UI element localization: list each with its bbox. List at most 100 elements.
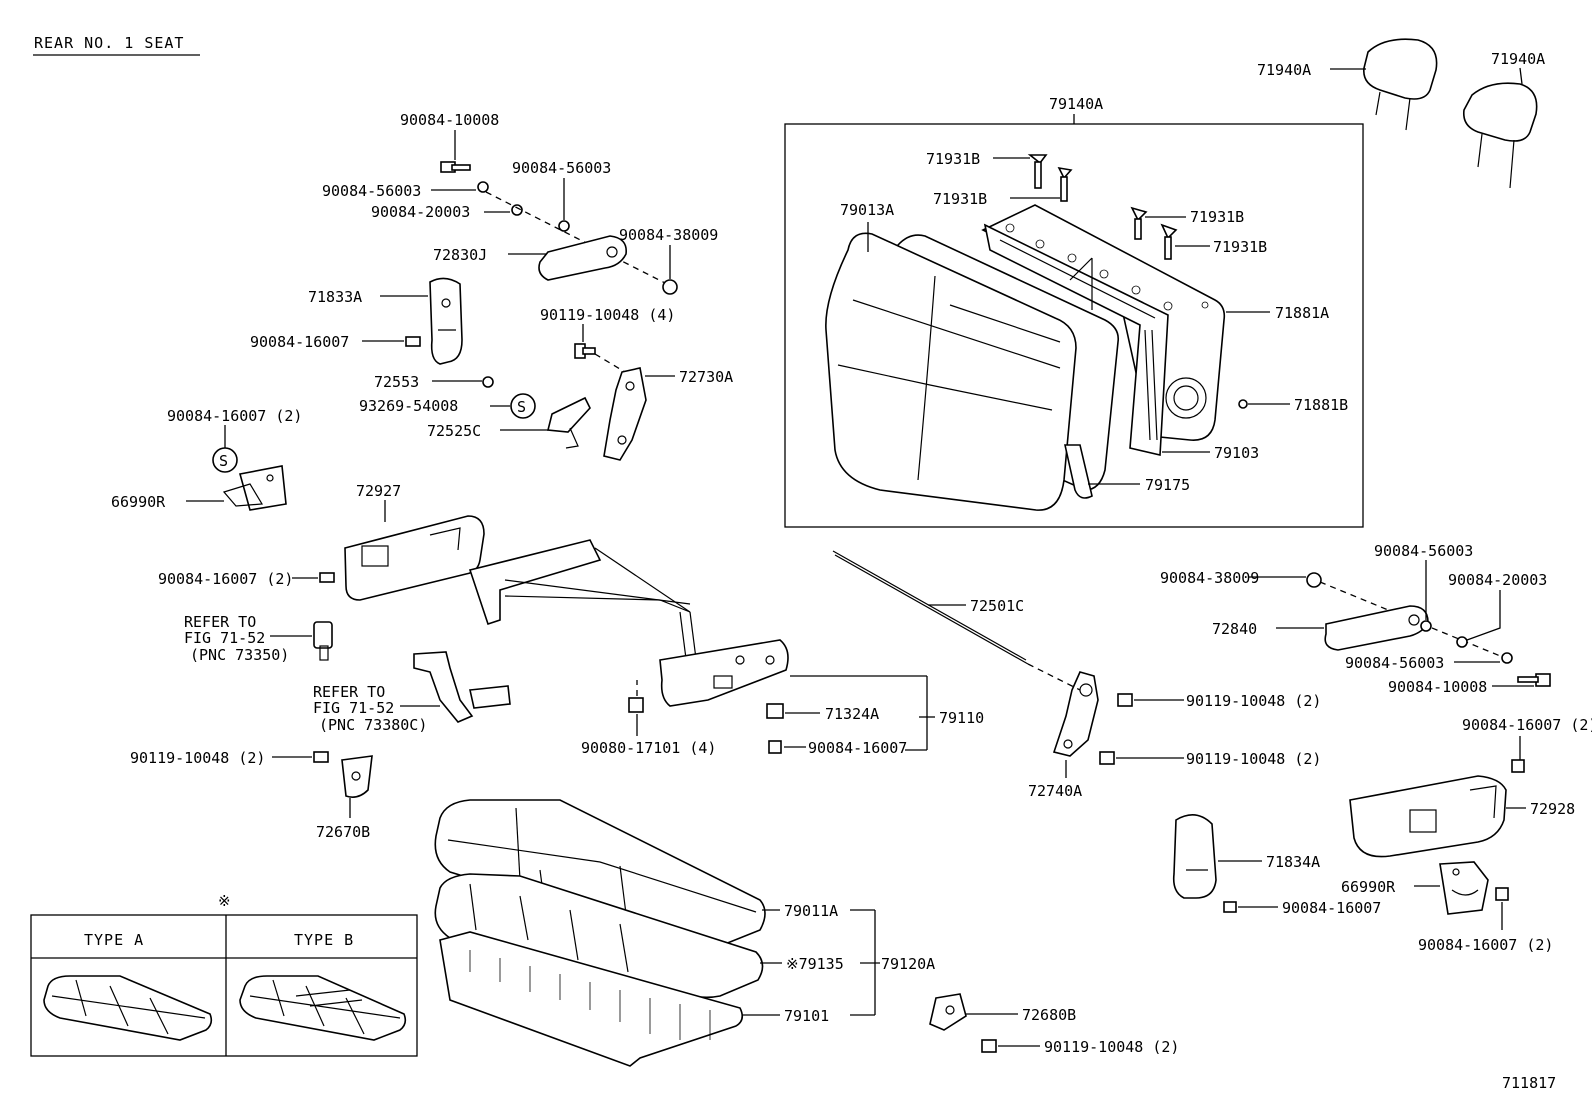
label-71931B-2[interactable]: 71931B — [933, 190, 987, 208]
seatbelt-buckle-73350[interactable] — [313, 621, 333, 661]
label-90084-56003-b[interactable]: 90084-56003 — [512, 159, 611, 177]
label-90084-20003-b[interactable]: 90084-20003 — [1448, 571, 1547, 589]
screw-90084-16007-a[interactable] — [405, 336, 421, 347]
label-79140A[interactable]: 79140A — [1049, 95, 1103, 113]
label-90084-16007-a[interactable]: 90084-16007 — [250, 333, 349, 351]
bracket-72670B[interactable] — [341, 755, 373, 798]
label-71931B-1[interactable]: 71931B — [926, 150, 980, 168]
seatback-cover-79013A[interactable] — [825, 232, 1077, 511]
label-72830J[interactable]: 72830J — [433, 246, 487, 264]
armrest-72830J[interactable] — [538, 235, 627, 281]
washer-90084-20003-b[interactable] — [1456, 636, 1468, 648]
hinge-bracket-72740A[interactable] — [1052, 671, 1099, 757]
label-79120A[interactable]: 79120A — [881, 955, 935, 973]
label-72553[interactable]: 72553 — [374, 373, 419, 391]
label-93269-54008[interactable]: 93269-54008 — [359, 397, 458, 415]
bolt-90119-10048-2d[interactable] — [981, 1039, 997, 1053]
label-79110[interactable]: 79110 — [939, 709, 984, 727]
bracket-66990R-b[interactable] — [1439, 861, 1489, 915]
bolt-90084-10008-b[interactable] — [1517, 673, 1551, 687]
clip-71931B-1[interactable] — [1027, 154, 1048, 189]
label-72501C[interactable]: 72501C — [970, 597, 1024, 615]
armrest-72840[interactable] — [1324, 605, 1429, 651]
washer-90084-56003-d[interactable] — [1501, 652, 1513, 664]
cap-90084-38009-a[interactable] — [662, 279, 678, 295]
nut-72553[interactable] — [482, 376, 494, 388]
screw-90084-16007-2d[interactable] — [1495, 887, 1509, 901]
seat-cushion-frame-79101[interactable] — [439, 931, 744, 1067]
bracket-72680B[interactable] — [929, 993, 967, 1031]
washer-90084-56003-a[interactable] — [477, 181, 489, 193]
headrest-71940A-2[interactable] — [1462, 82, 1538, 189]
label-90084-20003-a[interactable]: 90084-20003 — [371, 203, 470, 221]
screw-90084-16007-c[interactable] — [1223, 901, 1237, 913]
label-71324A[interactable]: 71324A — [825, 705, 879, 723]
nut-71324A[interactable] — [766, 703, 784, 719]
screw-90084-16007-b[interactable] — [768, 740, 782, 754]
label-72928[interactable]: 72928 — [1530, 800, 1575, 818]
label-90084-16007-2b[interactable]: 90084-16007 (2) — [158, 570, 293, 588]
label-71940A-1[interactable]: 71940A — [1257, 61, 1311, 79]
clip-71931B-3[interactable] — [1130, 206, 1148, 240]
washer-90084-56003-c[interactable] — [1420, 620, 1432, 632]
label-90119-10048-2c[interactable]: 90119-10048 (2) — [1186, 750, 1321, 768]
label-90084-16007-2d[interactable]: 90084-16007 (2) — [1418, 936, 1553, 954]
hinge-cover-71833A[interactable] — [429, 277, 463, 365]
label-90084-16007-c[interactable]: 90084-16007 — [1282, 899, 1381, 917]
headrest-71940A-1[interactable] — [1363, 38, 1438, 131]
label-90119-10048-2a[interactable]: 90119-10048 (2) — [130, 749, 265, 767]
label-79135[interactable]: ※79135 — [786, 955, 844, 973]
side-cover-72927[interactable] — [344, 515, 485, 601]
bracket-79175[interactable] — [1064, 444, 1093, 499]
label-72840[interactable]: 72840 — [1212, 620, 1257, 638]
label-90084-38009-b[interactable]: 90084-38009 — [1160, 569, 1259, 587]
label-90119-10048-4[interactable]: 90119-10048 (4) — [540, 306, 675, 324]
lever-72525C[interactable] — [546, 396, 591, 449]
side-cover-72928[interactable] — [1349, 775, 1507, 858]
bolt-90084-10008-a[interactable] — [440, 161, 471, 173]
clip-71931B-2[interactable] — [1057, 166, 1073, 202]
clip-71931B-4[interactable] — [1160, 223, 1178, 260]
label-71833A[interactable]: 71833A — [308, 288, 362, 306]
seatbelt-buckle-73380C[interactable] — [413, 651, 511, 723]
label-90080-17101[interactable]: 90080-17101 (4) — [581, 739, 716, 757]
label-90084-10008-b[interactable]: 90084-10008 — [1388, 678, 1487, 696]
label-90084-16007-2c[interactable]: 90084-16007 (2) — [1462, 716, 1592, 734]
label-71881B[interactable]: 71881B — [1294, 396, 1348, 414]
bolt-90119-10048-2a[interactable] — [313, 751, 329, 763]
label-90084-56003-c[interactable]: 90084-56003 — [1374, 542, 1473, 560]
label-72670B[interactable]: 72670B — [316, 823, 370, 841]
label-90084-16007-2a[interactable]: 90084-16007 (2) — [167, 407, 302, 425]
bracket-66990R-a[interactable] — [222, 465, 287, 511]
type-b-cushion[interactable] — [239, 975, 407, 1041]
bolt-90119-10048-2b[interactable] — [1117, 693, 1133, 707]
screw-90084-16007-2c[interactable] — [1511, 759, 1525, 773]
type-a-cushion[interactable] — [43, 975, 213, 1041]
label-79103[interactable]: 79103 — [1214, 444, 1259, 462]
label-71881A[interactable]: 71881A — [1275, 304, 1329, 322]
label-71931B-3[interactable]: 71931B — [1190, 208, 1244, 226]
nut-90080-17101[interactable] — [628, 697, 644, 713]
label-90084-38009-a[interactable]: 90084-38009 — [619, 226, 718, 244]
label-72740A[interactable]: 72740A — [1028, 782, 1082, 800]
label-72680B[interactable]: 72680B — [1022, 1006, 1076, 1024]
cap-90084-38009-b[interactable] — [1306, 572, 1322, 588]
bolt-90119-10048-2c[interactable] — [1099, 751, 1115, 765]
label-66990R-a[interactable]: 66990R — [111, 493, 166, 511]
label-72730A[interactable]: 72730A — [679, 368, 733, 386]
label-72927[interactable]: 72927 — [356, 482, 401, 500]
grommet-71881B[interactable] — [1238, 399, 1248, 409]
hinge-bracket-72730A[interactable] — [603, 367, 647, 461]
seat-frame-79110[interactable] — [468, 539, 789, 707]
screw-90084-16007-2b[interactable] — [319, 572, 335, 583]
seat-cushion-pad-79135[interactable] — [434, 873, 764, 999]
seatback-frame-79103[interactable] — [983, 223, 1169, 456]
label-90084-56003-a[interactable]: 90084-56003 — [322, 182, 421, 200]
label-79013A[interactable]: 79013A — [840, 201, 894, 219]
label-90084-56003-d[interactable]: 90084-56003 — [1345, 654, 1444, 672]
label-79101[interactable]: 79101 — [784, 1007, 829, 1025]
washer-90084-20003-a[interactable] — [511, 204, 523, 216]
washer-90084-56003-b[interactable] — [558, 220, 570, 232]
label-90084-16007-b[interactable]: 90084-16007 — [808, 739, 907, 757]
hinge-cover-71834A[interactable] — [1172, 814, 1217, 899]
